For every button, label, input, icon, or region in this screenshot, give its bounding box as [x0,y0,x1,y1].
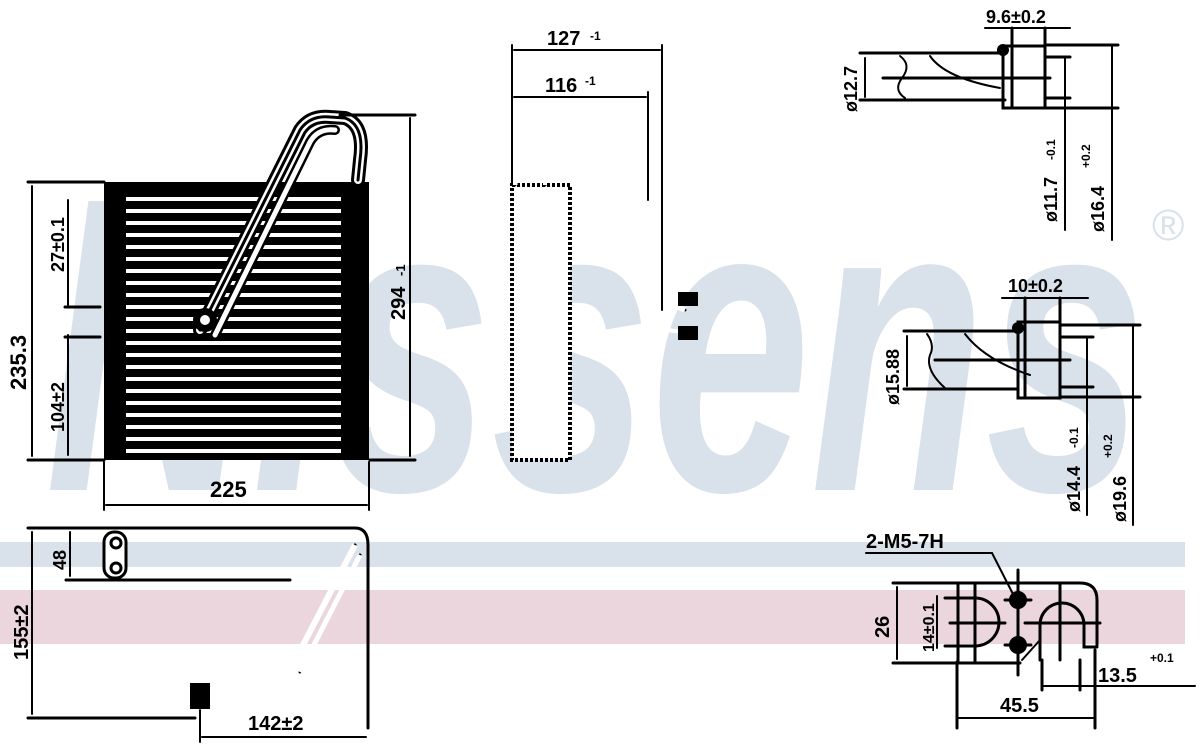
top-depth-label: 155±2 [11,605,33,660]
flange-offset-tol: +0.1 [1150,651,1174,665]
fitting-large-inner-dia-label: ø14.4 [1064,466,1084,512]
flange-thread-callout: 2-M5-7H [866,531,944,553]
side-inner-depth-label: 116 [545,75,577,97]
front-overall-height-label: 294 [388,286,410,320]
front-outlet-offset-label: 27±0.1 [48,217,68,272]
fitting-small-outer-dia-tol: +0.2 [1079,144,1093,168]
flange-offset-label: 13.5 [1098,665,1137,687]
fitting-small-outer-dia-label: ø16.4 [1088,186,1108,232]
front-inlet-offset-label: 104±2 [48,382,68,432]
flange-detail: 2-M5-7H 26 14±0.1 45.5 13.5 +0.1 [865,531,1196,730]
flange-height-label: 26 [872,616,894,638]
fitting-small-pipe-dia-label: ø12.7 [841,66,861,112]
fitting-large-outer-dia-label: ø19.6 [1110,476,1130,522]
fitting-large-outer-dia-tol: +0.2 [1101,434,1115,458]
registered-mark-icon: ® [1152,201,1184,250]
fitting-large-length-label: 10±0.2 [1008,276,1063,296]
top-pipe-offset-label: 48 [50,550,70,570]
front-width-label: 225 [210,477,247,502]
side-outer-depth-label: 127 [547,28,580,50]
flange-width-label: 45.5 [1000,695,1039,717]
fitting-large-pipe-dia-label: ø15.88 [883,349,903,405]
side-view: 127 -1 116 -1 [510,28,698,462]
fitting-small-inner-dia-label: ø11.7 [1041,177,1061,222]
fitting-small-length-label: 9.6±0.2 [986,7,1046,27]
front-overall-height-tol: -1 [393,264,408,276]
front-height-label: 235.3 [6,335,31,390]
front-view: 235.3 27±0.1 104±2 294 -1 225 [6,109,417,511]
fitting-small-inner-dia-tol: -0.1 [1044,139,1058,160]
fitting-small-detail: 9.6±0.2 ø12.7 ø11.7 -0.1 ø16.4 +0.2 [841,7,1120,241]
side-outer-depth-tol: -1 [590,29,601,43]
top-view: 155±2 48 142±2 [11,526,370,743]
top-pipe-length-label: 142±2 [248,713,303,735]
pink-band [0,590,1185,644]
fitting-large-inner-dia-tol: -0.1 [1067,427,1081,448]
fitting-large-detail: 10±0.2 ø15.88 ø14.4 -0.1 ø19.6 +0.2 [883,276,1142,526]
flange-hole-spacing-label: 14±0.1 [921,603,938,652]
side-inner-depth-tol: -1 [585,74,596,88]
blue-band [0,542,1185,567]
